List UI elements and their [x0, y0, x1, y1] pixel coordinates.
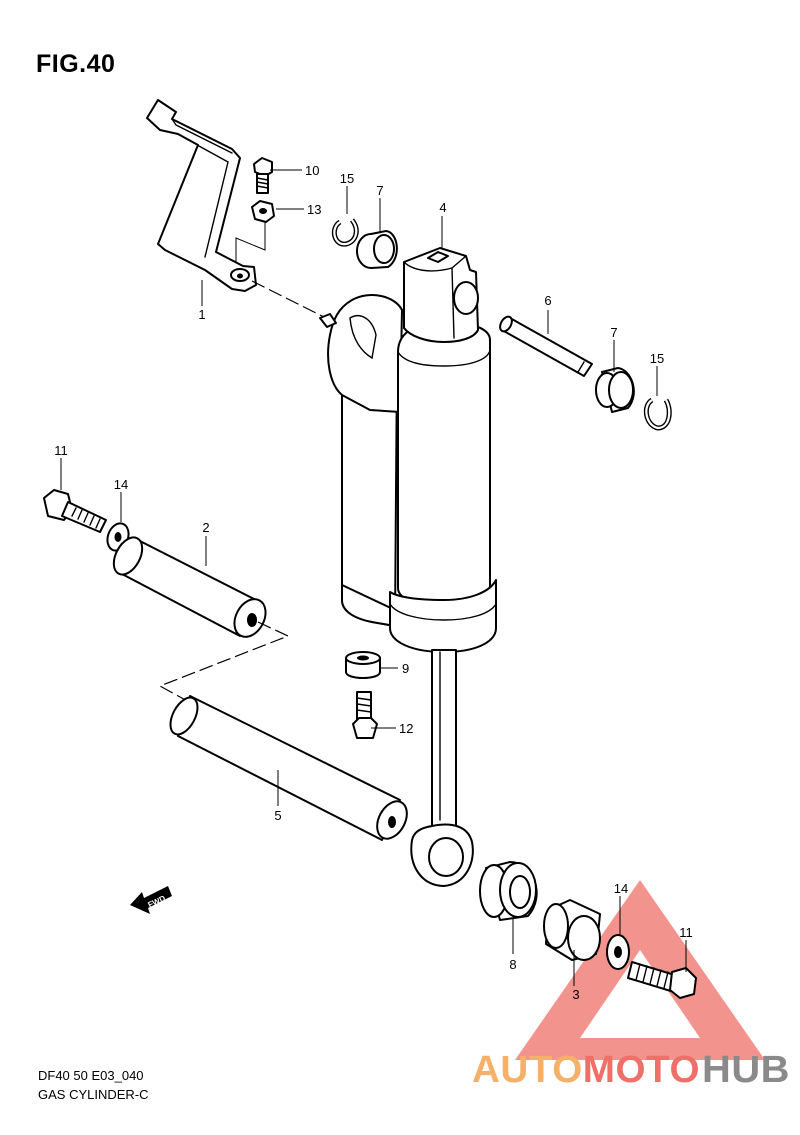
callout-2: 2	[202, 520, 209, 535]
part-13-nut	[251, 200, 275, 223]
figure-code: DF40 50 E03_040	[38, 1068, 144, 1083]
leader-13	[235, 222, 266, 262]
part-9-collar	[345, 651, 381, 679]
callout-15-top: 15	[340, 171, 354, 186]
part-11-bolt-left	[43, 489, 107, 533]
part-15-circlip-right	[643, 397, 672, 431]
callout-3: 3	[572, 987, 579, 1002]
callout-1: 1	[198, 307, 205, 322]
part-7-bushing-top	[356, 230, 398, 269]
watermark-triangle	[515, 880, 765, 1060]
watermark-word-automoto: AUTOMOTO	[472, 1049, 700, 1091]
figure-title: FIG.40	[36, 50, 116, 78]
part-6-pin	[499, 315, 593, 377]
callout-14-bottom: 14	[614, 881, 628, 896]
callout-7-right: 7	[610, 325, 617, 340]
callout-4: 4	[439, 200, 446, 215]
callout-10: 10	[305, 163, 319, 178]
part-4-gas-cylinder	[319, 247, 497, 887]
watermark-logo	[515, 880, 765, 1060]
callout-14-left: 14	[114, 477, 128, 492]
callout-7-top: 7	[376, 183, 383, 198]
figure-name: GAS CYLINDER-C	[38, 1087, 149, 1102]
part-8-bushing	[479, 861, 538, 921]
watermark-text: AUTOMOTO HUB	[472, 1049, 790, 1091]
callout-8: 8	[509, 957, 516, 972]
part-2-spacer	[112, 536, 267, 638]
callout-5: 5	[274, 808, 281, 823]
part-15-circlip-top	[331, 218, 359, 247]
part-3-collar	[543, 899, 601, 961]
callout-labels: 1 2 3 4 5 6 7 7 8 9 10 11 11 12 13 14 14…	[54, 163, 693, 1002]
part-5-long-spacer	[169, 695, 408, 841]
part-14-washer-bottom	[606, 934, 630, 970]
part-1-bracket	[146, 99, 327, 319]
callout-15-right: 15	[650, 351, 664, 366]
callout-11-left: 11	[54, 443, 68, 458]
callout-12: 12	[399, 721, 413, 736]
dash-link-2-5	[158, 621, 290, 709]
callout-6: 6	[544, 293, 551, 308]
callout-9: 9	[402, 661, 409, 676]
part-7-bushing-right	[595, 367, 635, 413]
callout-13: 13	[307, 202, 321, 217]
leader-lines	[60, 169, 687, 986]
callout-11-bottom: 11	[679, 925, 693, 940]
part-10-bolt	[253, 157, 273, 194]
part-12-bolt	[352, 691, 378, 739]
watermark-word-hub: HUB	[702, 1049, 790, 1091]
part-11-bolt-bottom	[627, 961, 697, 999]
fwd-direction-arrow: FWD	[130, 886, 172, 914]
